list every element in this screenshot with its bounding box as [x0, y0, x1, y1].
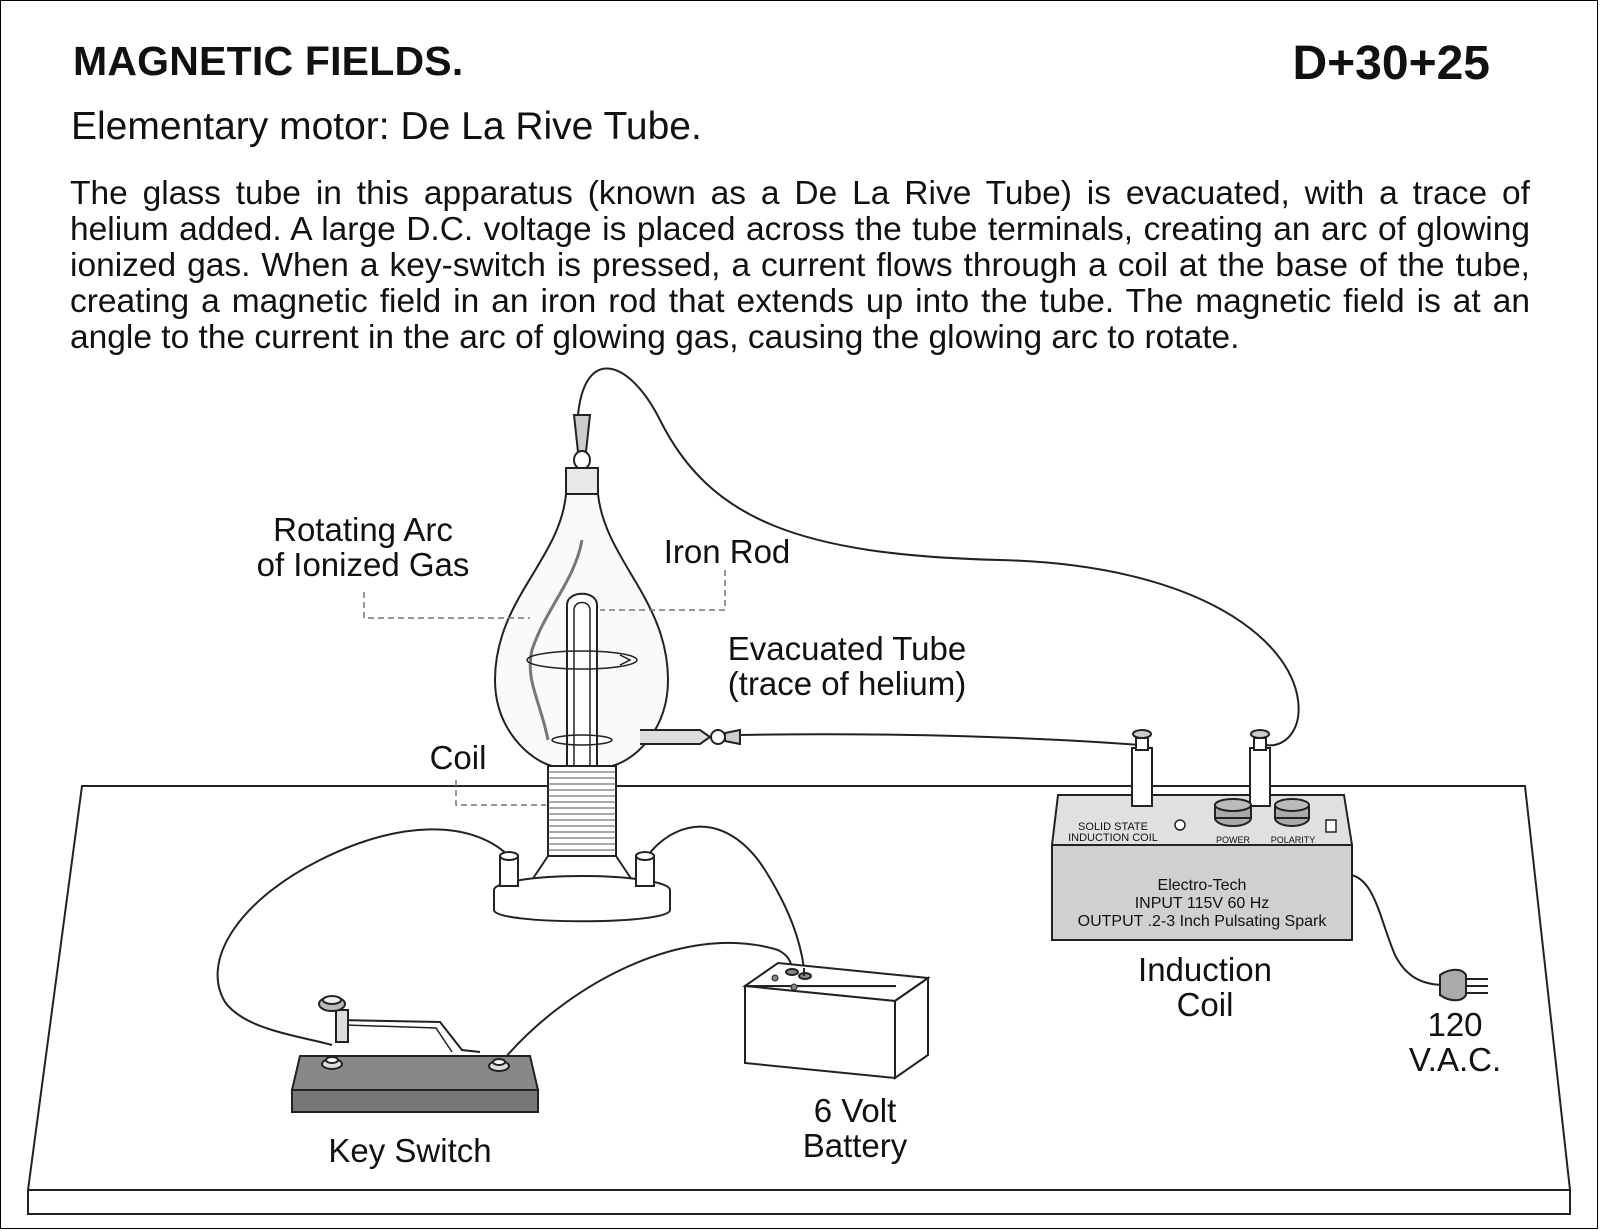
label-vac-line1: 120 [1427, 1006, 1483, 1043]
panel-label-line1: SOLID STATE [1078, 821, 1148, 833]
nameplate-line2: INPUT 115V 60 Hz [1134, 895, 1270, 912]
label-evacuated-tube: Evacuated Tube (trace of helium) [712, 631, 982, 701]
power-plug [1439, 968, 1488, 1002]
induction-coil [1050, 729, 1354, 941]
label-leaders [363, 570, 726, 806]
label-battery-line2: Battery [802, 1127, 908, 1164]
label-rotating-arc-line2: of Ionized Gas [256, 546, 470, 583]
nameplate-line3: OUTPUT .2-3 Inch Pulsating Spark [1077, 913, 1327, 930]
page-title: MAGNETIC FIELDS. [73, 38, 464, 84]
nameplate-line1: Electro-Tech [1157, 877, 1247, 894]
label-iron-rod: Iron Rod [663, 533, 791, 570]
panel-label-line2: INDUCTION COIL [1068, 832, 1158, 844]
key-switch [290, 995, 540, 1113]
polarity-knob-label: POLARITY [1270, 835, 1316, 845]
battery [742, 961, 931, 1080]
label-rotating-arc: Rotating Arc of Ionized Gas [236, 512, 490, 582]
page-subtitle: Elementary motor: De La Rive Tube. [71, 105, 702, 148]
label-induction-coil: Induction Coil [1120, 952, 1290, 1022]
label-induction-coil-line1: Induction [1138, 951, 1272, 988]
label-vac-line2: V.A.C. [1408, 1041, 1502, 1078]
induction-coil-nameplate: Electro-Tech INPUT 115V 60 Hz OUTPUT .2-… [1056, 877, 1348, 931]
label-key-switch: Key Switch [328, 1132, 492, 1169]
label-vac: 120 V.A.C. [1400, 1007, 1510, 1077]
wires [216, 367, 1446, 1065]
induction-coil-panel-label: SOLID STATE INDUCTION COIL [1058, 822, 1168, 844]
label-induction-coil-line2: Coil [1176, 986, 1234, 1023]
label-coil: Coil [429, 739, 487, 776]
demo-code: D+30+25 [1292, 37, 1490, 90]
label-rotating-arc-line1: Rotating Arc [273, 511, 453, 548]
de-la-rive-tube [493, 414, 741, 923]
label-evacuated-tube-line1: Evacuated Tube [727, 630, 967, 667]
description-paragraph: The glass tube in this apparatus (known … [70, 175, 1530, 356]
power-knob-label: POWER [1215, 835, 1250, 845]
label-battery-line1: 6 Volt [813, 1092, 897, 1129]
label-battery: 6 Volt Battery [780, 1093, 930, 1163]
label-evacuated-tube-line2: (trace of helium) [727, 665, 967, 702]
